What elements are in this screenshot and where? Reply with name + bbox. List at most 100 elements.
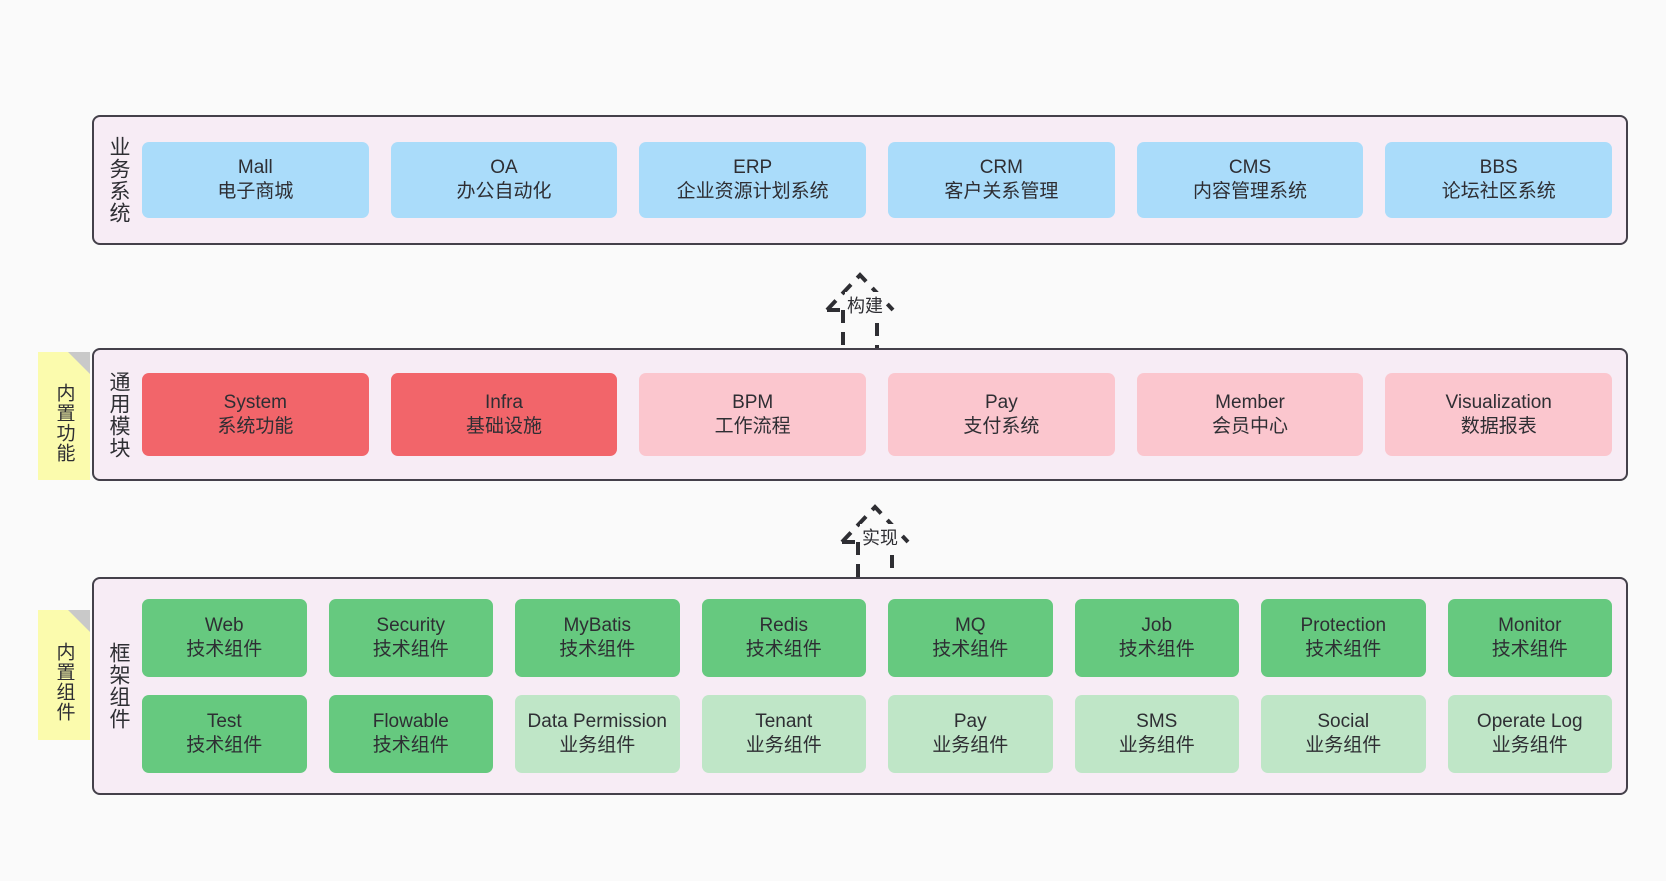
card-operate-log[interactable]: Operate Log 业务组件 bbox=[1447, 695, 1612, 773]
card-subtitle: 支付系统 bbox=[963, 415, 1040, 437]
card-subtitle: 技术组件 bbox=[1118, 639, 1195, 660]
note-fold-corner-icon bbox=[68, 610, 90, 632]
card-redis[interactable]: Redis 技术组件 bbox=[701, 599, 866, 677]
card-title: Social bbox=[1317, 711, 1370, 733]
card-subtitle: 业务组件 bbox=[745, 735, 822, 756]
card-subtitle: 技术组件 bbox=[745, 639, 822, 660]
card-tenant[interactable]: Tenant 业务组件 bbox=[701, 695, 866, 773]
card-subtitle: 业务组件 bbox=[1305, 735, 1382, 756]
card-test[interactable]: Test 技术组件 bbox=[142, 695, 307, 773]
card-title: BPM bbox=[732, 391, 774, 413]
note-label: 内置组件 bbox=[53, 642, 75, 722]
card-subtitle: 技术组件 bbox=[186, 639, 263, 660]
card-title: Mall bbox=[237, 157, 273, 179]
card-subtitle: 技术组件 bbox=[1491, 639, 1568, 660]
connector-implement-label: 实现 bbox=[860, 524, 900, 550]
card-data-permission[interactable]: Data Permission 业务组件 bbox=[515, 695, 680, 773]
card-subtitle: 业务组件 bbox=[559, 735, 636, 756]
card-title: Tenant bbox=[755, 711, 813, 733]
card-member[interactable]: Member 会员中心 bbox=[1136, 373, 1364, 456]
card-title: Job bbox=[1141, 615, 1173, 637]
note-fold-corner-icon bbox=[68, 352, 90, 374]
card-monitor[interactable]: Monitor 技术组件 bbox=[1447, 599, 1612, 677]
card-subtitle: 会员中心 bbox=[1212, 415, 1289, 437]
card-subtitle: 业务组件 bbox=[1118, 735, 1195, 756]
card-oa[interactable]: OA 办公自动化 bbox=[390, 142, 618, 218]
card-security[interactable]: Security 技术组件 bbox=[328, 599, 493, 677]
note-builtin-features: 内置功能 bbox=[38, 352, 90, 480]
layer-title-framework-components: 框架组件 bbox=[106, 642, 130, 730]
card-title: Member bbox=[1215, 391, 1285, 413]
card-title: Data Permission bbox=[527, 711, 667, 733]
card-title: CRM bbox=[979, 157, 1023, 179]
card-mybatis[interactable]: MyBatis 技术组件 bbox=[515, 599, 680, 677]
card-subtitle: 客户关系管理 bbox=[944, 181, 1059, 202]
card-row: Test 技术组件 Flowable 技术组件 Data Permission … bbox=[142, 695, 1612, 773]
layer-title-common-modules: 通用模块 bbox=[106, 370, 130, 459]
card-system[interactable]: System 系统功能 bbox=[142, 373, 369, 456]
card-subtitle: 技术组件 bbox=[372, 735, 449, 756]
layer-title-business-systems: 业务系统 bbox=[106, 136, 130, 224]
layer-framework-components: 框架组件 Web 技术组件 Security 技术组件 MyBatis 技术组件… bbox=[92, 577, 1628, 795]
card-web[interactable]: Web 技术组件 bbox=[142, 599, 307, 677]
connector-build: 构建 bbox=[765, 258, 965, 358]
card-pay-component[interactable]: Pay 业务组件 bbox=[888, 695, 1053, 773]
layer-body-framework-components: Web 技术组件 Security 技术组件 MyBatis 技术组件 Redi… bbox=[142, 579, 1626, 793]
card-row: System 系统功能 Infra 基础设施 BPM 工作流程 Pay 支付系统… bbox=[142, 373, 1613, 456]
card-row: Mall 电子商城 OA 办公自动化 ERP 企业资源计划系统 CRM 客户关系… bbox=[142, 142, 1613, 218]
card-title: Test bbox=[206, 711, 242, 733]
card-title: BBS bbox=[1479, 157, 1518, 179]
card-cms[interactable]: CMS 内容管理系统 bbox=[1136, 142, 1364, 218]
note-label: 内置功能 bbox=[53, 383, 75, 463]
card-subtitle: 内容管理系统 bbox=[1193, 181, 1308, 202]
card-sms[interactable]: SMS 业务组件 bbox=[1074, 695, 1239, 773]
card-pay-module[interactable]: Pay 支付系统 bbox=[888, 373, 1115, 456]
card-subtitle: 论坛社区系统 bbox=[1441, 181, 1556, 202]
card-subtitle: 办公自动化 bbox=[456, 181, 552, 202]
layer-body-business-systems: Mall 电子商城 OA 办公自动化 ERP 企业资源计划系统 CRM 客户关系… bbox=[142, 117, 1626, 243]
card-title: Redis bbox=[759, 615, 809, 637]
card-subtitle: 企业资源计划系统 bbox=[676, 181, 829, 202]
card-infra[interactable]: Infra 基础设施 bbox=[390, 373, 618, 456]
layer-business-systems: 业务系统 Mall 电子商城 OA 办公自动化 ERP 企业资源计划系统 CRM… bbox=[92, 115, 1628, 245]
card-subtitle: 业务组件 bbox=[1491, 735, 1568, 756]
card-title: Protection bbox=[1300, 615, 1387, 637]
card-title: Security bbox=[376, 615, 446, 637]
connector-implement: 实现 bbox=[780, 490, 980, 590]
card-title: MQ bbox=[954, 615, 986, 637]
card-subtitle: 技术组件 bbox=[372, 639, 449, 660]
layer-body-common-modules: System 系统功能 Infra 基础设施 BPM 工作流程 Pay 支付系统… bbox=[142, 350, 1626, 479]
card-social[interactable]: Social 业务组件 bbox=[1261, 695, 1426, 773]
card-protection[interactable]: Protection 技术组件 bbox=[1261, 599, 1426, 677]
card-subtitle: 工作流程 bbox=[714, 415, 791, 437]
card-erp[interactable]: ERP 企业资源计划系统 bbox=[639, 142, 867, 218]
card-visualization[interactable]: Visualization 数据报表 bbox=[1385, 373, 1613, 456]
card-mq[interactable]: MQ 技术组件 bbox=[888, 599, 1053, 677]
card-title: ERP bbox=[733, 157, 773, 179]
card-title: Pay bbox=[953, 711, 987, 733]
connector-build-label: 构建 bbox=[845, 292, 885, 318]
card-subtitle: 技术组件 bbox=[932, 639, 1009, 660]
card-title: Infra bbox=[484, 391, 524, 413]
card-job[interactable]: Job 技术组件 bbox=[1074, 599, 1239, 677]
card-title: Monitor bbox=[1498, 615, 1562, 637]
card-bpm[interactable]: BPM 工作流程 bbox=[639, 373, 867, 456]
card-mall[interactable]: Mall 电子商城 bbox=[142, 142, 369, 218]
layer-common-modules: 通用模块 System 系统功能 Infra 基础设施 BPM 工作流程 Pay… bbox=[92, 348, 1628, 481]
card-subtitle: 业务组件 bbox=[932, 735, 1009, 756]
card-subtitle: 系统功能 bbox=[217, 415, 294, 437]
card-bbs[interactable]: BBS 论坛社区系统 bbox=[1385, 142, 1613, 218]
card-flowable[interactable]: Flowable 技术组件 bbox=[328, 695, 493, 773]
card-title: Pay bbox=[984, 391, 1018, 413]
card-title: System bbox=[223, 391, 288, 413]
card-title: Web bbox=[204, 615, 244, 637]
card-crm[interactable]: CRM 客户关系管理 bbox=[888, 142, 1115, 218]
card-title: Visualization bbox=[1445, 391, 1552, 413]
card-subtitle: 电子商城 bbox=[217, 181, 294, 202]
note-builtin-components: 内置组件 bbox=[38, 610, 90, 740]
card-title: Operate Log bbox=[1476, 711, 1583, 733]
card-title: SMS bbox=[1136, 711, 1178, 733]
card-title: Flowable bbox=[372, 711, 449, 733]
card-subtitle: 数据报表 bbox=[1460, 415, 1537, 437]
